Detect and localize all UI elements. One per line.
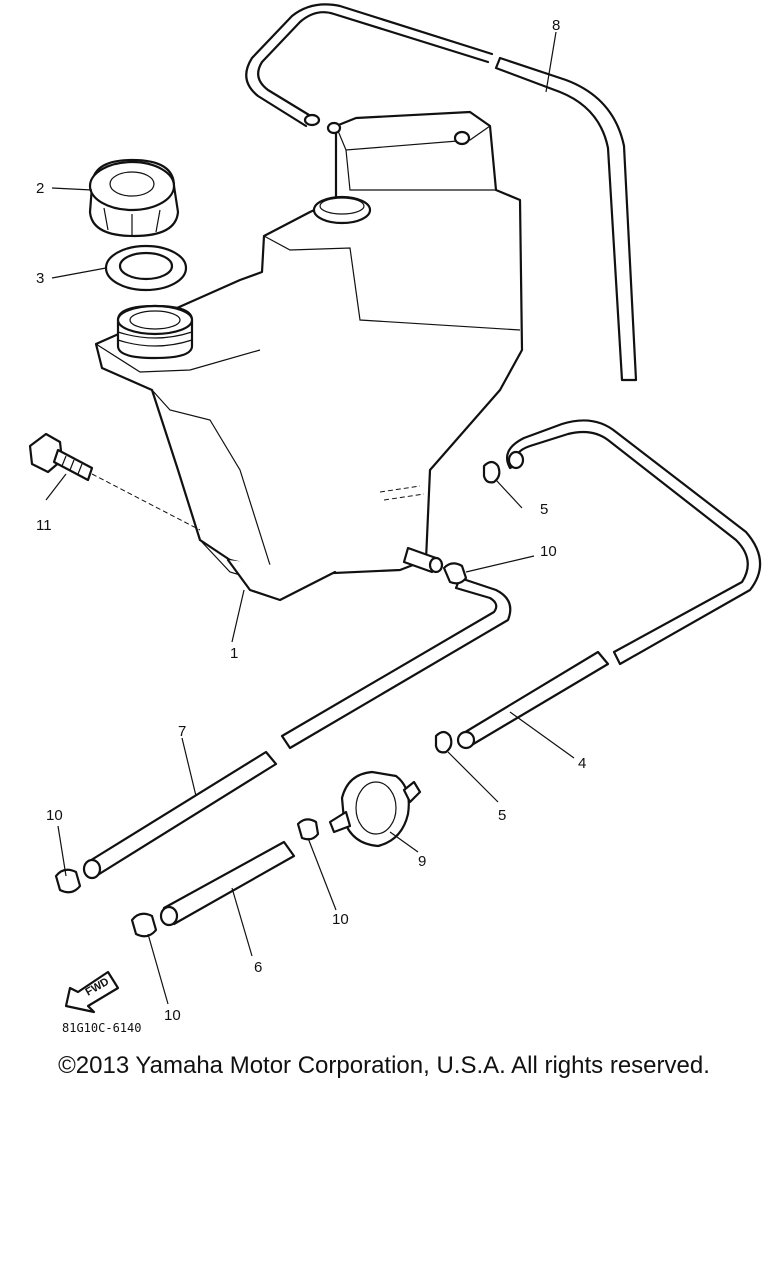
hose-4 [456,419,762,750]
callout-11: 11 [36,517,52,534]
drawing-code: 81G10C-6140 [62,1021,141,1035]
hose-7 [82,576,512,880]
callout-9: 9 [418,853,426,870]
callout-5-bottom: 5 [498,807,506,824]
callout-10-mid: 10 [332,911,349,928]
hose-8 [245,3,638,382]
callout-10-left: 10 [46,807,63,824]
gasket [104,244,188,292]
filter [328,770,422,848]
clamps [54,562,468,938]
callout-2: 2 [36,180,44,197]
callout-6: 6 [254,959,262,976]
leader-lines [45,31,575,1005]
callout-10-tank: 10 [540,543,557,560]
hose-6 [159,840,296,927]
callout-8: 8 [552,17,560,34]
callout-4: 4 [578,755,586,772]
reservoir-tank [94,110,524,602]
callout-5-top: 5 [540,501,548,518]
fwd-arrow: FWD [64,970,120,1014]
parts-diagram: FWD 2 3 8 1 11 5 10 7 4 5 9 10 10 6 10 8… [28,3,762,1035]
cap [88,158,180,238]
copyright-notice: ©2013 Yamaha Motor Corporation, U.S.A. A… [58,1052,710,1079]
callout-3: 3 [36,270,44,287]
bolt [28,432,201,531]
callout-1: 1 [230,645,238,662]
callout-7: 7 [178,723,186,740]
clips [434,460,501,754]
callout-10-bottom: 10 [164,1007,181,1024]
